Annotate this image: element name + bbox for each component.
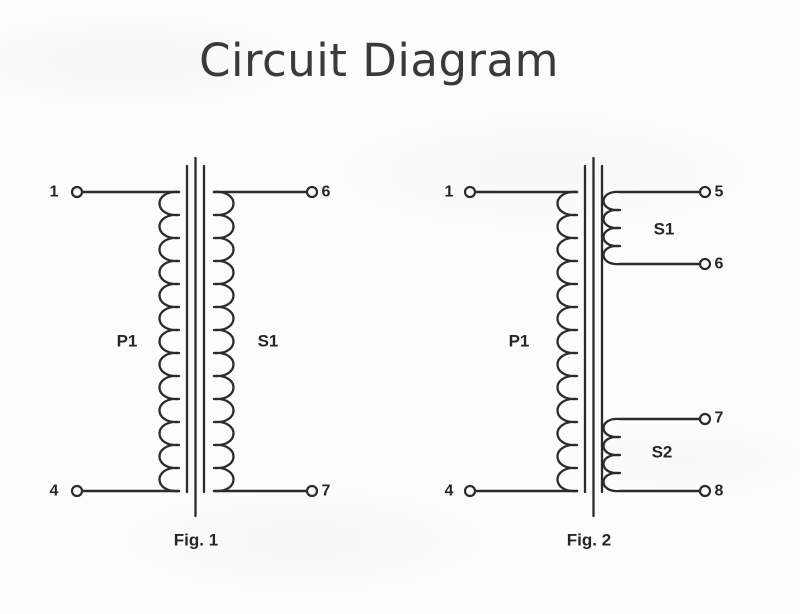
figure-1: 1 4 6 7 P1 S1 Fig. 1 [50, 156, 331, 550]
fig1-caption: Fig. 1 [174, 531, 218, 550]
fig2-terminal-1-node [463, 185, 477, 199]
fig2-terminal-5-node [698, 185, 712, 199]
fig2-terminal-6-node [698, 257, 712, 271]
fig2-primary-label: P1 [509, 332, 530, 351]
fig1-terminal-1-node [70, 185, 84, 199]
fig1-primary-winding [158, 190, 181, 493]
fig2-secondary2-label: S2 [652, 443, 673, 462]
fig1-terminal-4-node [70, 484, 84, 498]
fig1-terminal-6-label: 6 [322, 184, 331, 201]
fig1-terminal-7-label: 7 [322, 483, 331, 500]
fig1-primary-label: P1 [117, 332, 138, 351]
fig1-terminal-7-node [305, 484, 319, 498]
fig1-terminal-4-label: 4 [50, 483, 59, 500]
fig2-secondary1-winding [602, 190, 622, 266]
fig2-terminal-8-node [698, 484, 712, 498]
fig2-terminal-6-label: 6 [715, 256, 724, 273]
figure-2: 1 4 5 6 7 8 P1 S1 S2 Fig. 2 [445, 156, 724, 550]
fig1-secondary-winding [212, 190, 235, 493]
fig1-terminal-1-label: 1 [50, 184, 59, 201]
fig2-terminal-4-node [463, 484, 477, 498]
fig2-terminal-8-label: 8 [715, 483, 724, 500]
fig2-terminal-4-label: 4 [445, 483, 454, 500]
fig2-terminal-1-label: 1 [445, 184, 454, 201]
fig1-secondary-label: S1 [258, 332, 279, 351]
fig2-terminal-5-label: 5 [715, 184, 724, 201]
fig2-secondary1-label: S1 [654, 220, 675, 239]
fig2-caption: Fig. 2 [567, 531, 611, 550]
fig1-terminal-6-node [305, 185, 319, 199]
fig2-terminal-7-label: 7 [715, 410, 724, 427]
fig2-primary-winding [556, 190, 579, 493]
fig2-secondary2-winding [602, 417, 622, 493]
page-title: Circuit Diagram [199, 34, 559, 87]
fig2-terminal-7-node [698, 412, 712, 426]
